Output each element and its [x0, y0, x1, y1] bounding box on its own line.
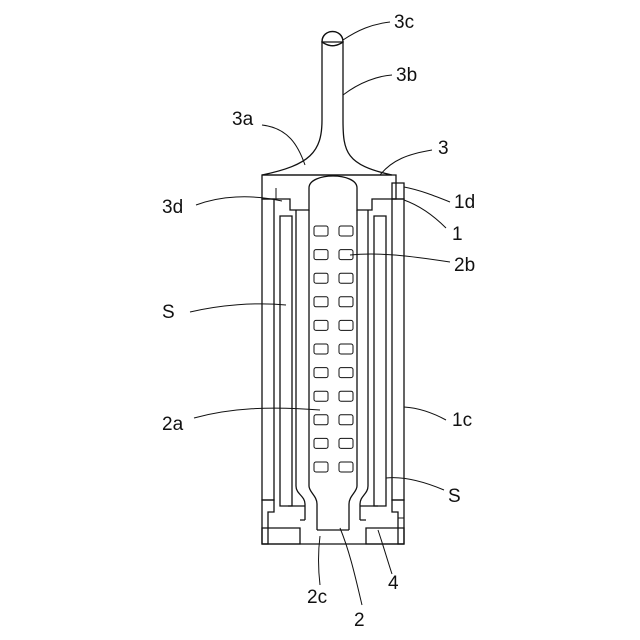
tube-hole — [339, 415, 353, 425]
label-3b: 3b — [396, 65, 417, 86]
tip-part-3c — [322, 32, 343, 46]
tube-hole — [339, 297, 353, 307]
tube-hole — [314, 368, 328, 378]
label-3d: 3d — [162, 197, 183, 218]
label-1: 1 — [452, 224, 463, 245]
label-4: 4 — [388, 573, 399, 594]
tube-hole — [339, 344, 353, 354]
label-1d: 1d — [454, 192, 475, 213]
tube-hole — [339, 320, 353, 330]
label-3c: 3c — [394, 12, 414, 33]
tube-holes-2b — [314, 226, 353, 472]
tube-hole — [339, 226, 353, 236]
label-2b: 2b — [454, 255, 475, 276]
tube-hole — [314, 391, 328, 401]
tube-hole — [314, 438, 328, 448]
label-2a: 2a — [162, 414, 184, 435]
filter-sleeve-left — [280, 216, 292, 506]
tube-hole — [339, 273, 353, 283]
label-3a: 3a — [232, 109, 254, 130]
tube-hole — [314, 462, 328, 472]
inner-tube-part-2 — [288, 210, 378, 530]
tube-hole — [314, 297, 328, 307]
tube-hole — [314, 273, 328, 283]
tube-hole — [339, 391, 353, 401]
tube-hole — [339, 368, 353, 378]
outer-shell-part-1 — [262, 183, 404, 544]
label-1c: 1c — [452, 410, 472, 431]
label-s-right: S — [448, 486, 461, 507]
tube-hole — [339, 438, 353, 448]
stem-part-3b — [262, 42, 392, 175]
cap-part-3 — [262, 175, 396, 210]
tube-hole — [314, 320, 328, 330]
tube-hole — [314, 415, 328, 425]
tube-hole — [339, 462, 353, 472]
tube-hole — [314, 250, 328, 260]
label-2c: 2c — [307, 587, 327, 608]
label-3: 3 — [438, 138, 449, 159]
tube-hole — [314, 226, 328, 236]
leader-lines — [190, 22, 450, 605]
label-s-left: S — [162, 302, 175, 323]
tube-hole — [314, 344, 328, 354]
label-2: 2 — [354, 610, 365, 631]
filter-sleeve-right — [374, 216, 386, 506]
